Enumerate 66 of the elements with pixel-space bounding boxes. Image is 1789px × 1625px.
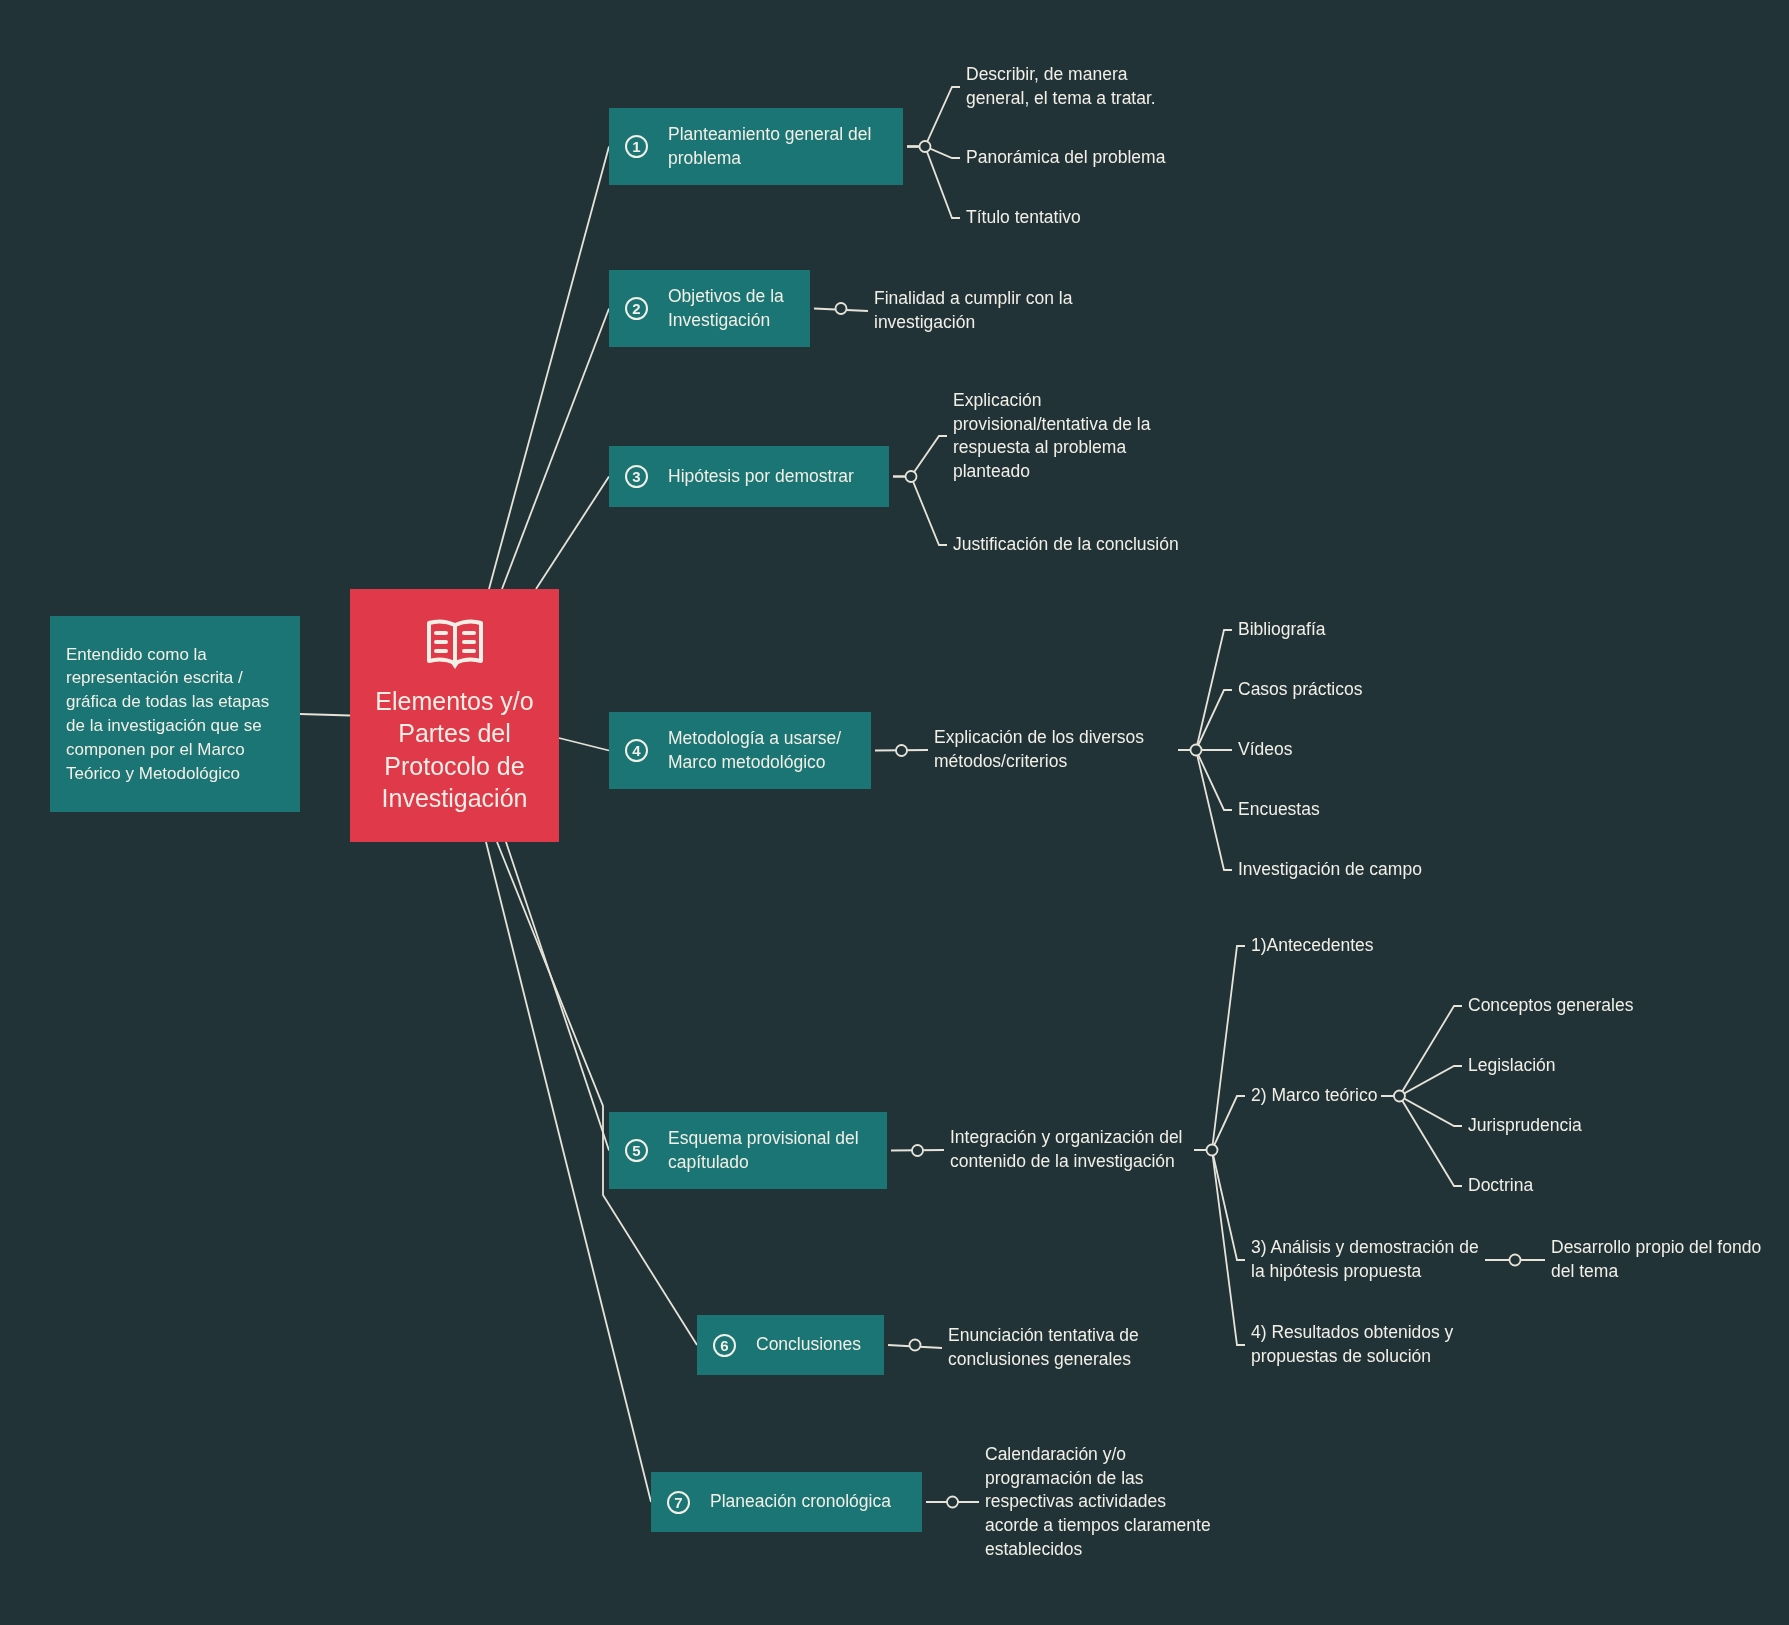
connector-line (1484, 1259, 1546, 1261)
branch-text: Investigación de campo (1238, 858, 1422, 882)
branch-text: Legislación (1468, 1054, 1556, 1078)
branch-text: Encuestas (1238, 798, 1320, 822)
connector-line (906, 145, 961, 219)
step-number: 4 (625, 739, 648, 762)
connector-line (299, 713, 351, 717)
topic-box (609, 1112, 887, 1189)
connector-line (925, 1501, 980, 1503)
step-number: 2 (625, 297, 648, 320)
connector-line (813, 307, 869, 312)
branch-text: 1)Antecedentes (1251, 934, 1374, 958)
topic-label: Metodología a usarse/ Marco metodológico (668, 726, 843, 774)
topic-box (651, 1472, 922, 1532)
connector-line (1380, 1095, 1463, 1187)
connector-line (485, 841, 652, 1503)
branch-text: Jurisprudencia (1468, 1114, 1582, 1138)
branch-text: Desarrollo propio del fondo del tema (1551, 1236, 1771, 1284)
branch-text: Integración y organización del contenido de la investigación (950, 1126, 1190, 1174)
branch-text: Explicación de los diversos métodos/criterios (934, 726, 1174, 774)
topic-label: Hipótesis por demostrar (668, 464, 854, 488)
topic-label: Conclusiones (756, 1333, 862, 1357)
branch-text: Bibliografía (1238, 618, 1326, 642)
branch-text: Vídeos (1238, 738, 1293, 762)
topic-box (697, 1315, 884, 1375)
connector-line (874, 749, 929, 752)
topic-title: Elementos y/o Partes del Protocolo de Investigación (374, 685, 535, 814)
description-box (50, 616, 300, 812)
connector-line (887, 1344, 943, 1349)
connector-line (496, 841, 698, 1346)
branch-text: Describir, de manera general, el tema a tratar. (966, 63, 1171, 111)
branch-text: Panorámica del problema (966, 146, 1166, 170)
step-number: 6 (713, 1333, 736, 1357)
topic-label: Esquema provisional del capítulado (668, 1126, 860, 1174)
connector-line (535, 475, 610, 590)
topic-label: Planteamiento general del problema (668, 122, 873, 170)
branch-text: Justificación de la conclusión (953, 533, 1179, 557)
topic-label: Objetivos de la Investigación (668, 284, 785, 332)
step-number: 1 (625, 135, 648, 158)
branch-text: Finalidad a cumplir con la investigación (874, 287, 1114, 335)
step-number: 5 (625, 1139, 648, 1162)
branch-text: Explicación provisional/tentativa de la respuesta al problema planteado (953, 388, 1183, 484)
connector-line (892, 475, 948, 546)
branch-text: Enunciación tentativa de conclusiones generales (948, 1324, 1188, 1372)
topic-box (609, 712, 871, 789)
topic-box (609, 108, 903, 185)
connector-line (890, 1149, 945, 1152)
branch-text: Conceptos generales (1468, 994, 1634, 1018)
branch-text: Título tentativo (966, 206, 1081, 230)
connector-line (505, 841, 610, 1152)
description-text: Entendido como la representación escrita / gráfica de todas las etapas de la investigación que se componen por el Marco Teórico y Metodológico (66, 643, 271, 785)
topic-box (609, 446, 889, 507)
topic-label: Planeación cronológica (710, 1490, 891, 1514)
connector-line (558, 737, 610, 752)
step-number: 3 (625, 465, 648, 488)
step-number: 7 (667, 1490, 690, 1514)
branch-text: Calendaración y/o programación de las respectivas actividades acorde a tiempos claramente establecidos (985, 1442, 1215, 1562)
branch-text: 4) Resultados obtenidos y propuestas de solución (1251, 1321, 1481, 1369)
branch-text: Casos prácticos (1238, 678, 1363, 702)
central-topic-box (350, 589, 559, 842)
topic-box (609, 270, 810, 347)
branch-text: Doctrina (1468, 1174, 1534, 1198)
branch-text: 2) Marco teórico (1251, 1084, 1378, 1108)
connector-line (488, 145, 610, 590)
connector-line (501, 307, 610, 590)
branch-text: 3) Análisis y demostración de la hipótesis propuesta (1251, 1236, 1481, 1284)
